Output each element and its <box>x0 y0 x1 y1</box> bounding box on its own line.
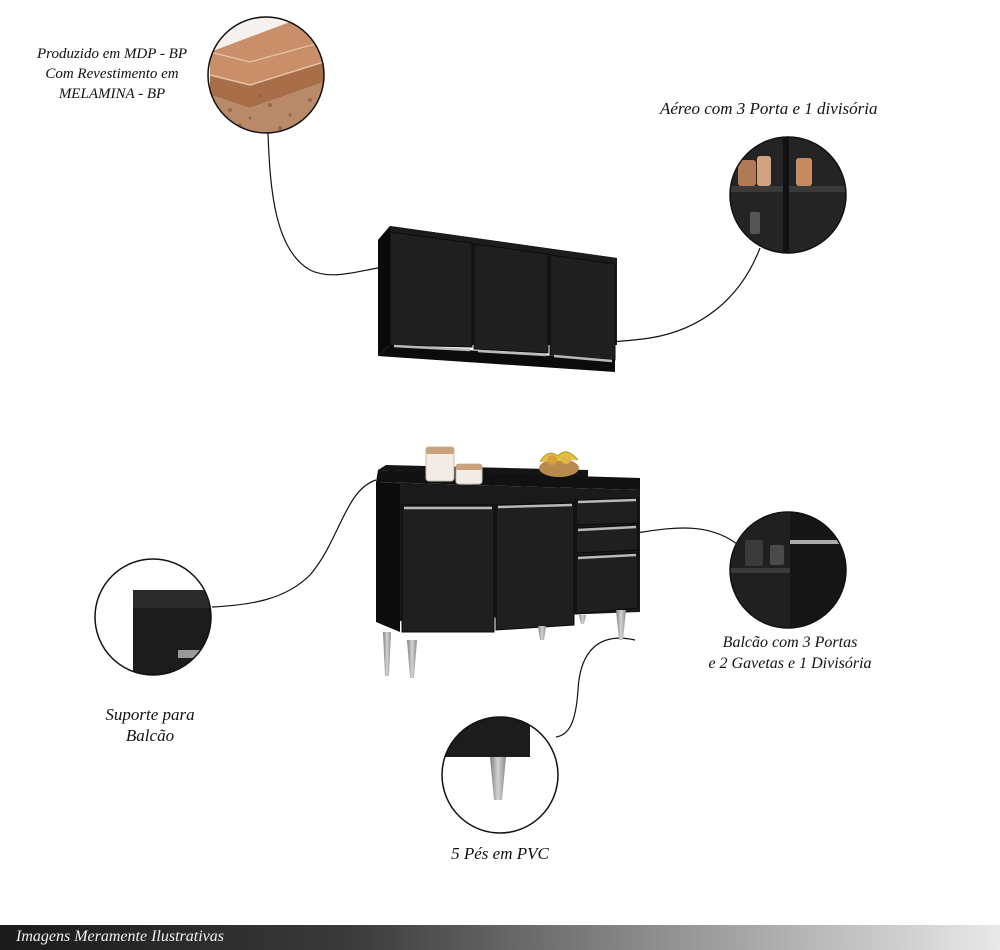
upper-cabinet-detail-circle <box>729 136 847 254</box>
countertop-support-label: Suporte para Balcão <box>80 704 220 746</box>
pvc-foot-circle <box>441 716 559 834</box>
connector-lines <box>211 132 761 738</box>
feet-label-line-1: 5 Pés em PVC <box>451 844 549 863</box>
material-label-line-3: MELAMINA - BP <box>58 86 166 102</box>
footer-banner: Imagens Meramente Ilustrativas <box>0 925 1000 950</box>
material-label-line-2: Com Revestimento em <box>45 66 179 82</box>
material-label: Produzido em MDP - BP Com Revestimento e… <box>22 44 202 104</box>
base-cabinet-label-line-1: Balcão com 3 Portas <box>722 634 858 651</box>
countertop-support-label-line-2: Balcão <box>125 726 175 745</box>
upper-cabinet-label: Aéreo com 3 Porta e 1 divisória <box>660 98 960 119</box>
base-cabinet-detail-circle <box>729 511 847 629</box>
countertop-support-label-line-1: Suporte para <box>105 705 195 724</box>
base-cabinet-label: Balcão com 3 Portas e 2 Gavetas e 1 Divi… <box>680 632 900 674</box>
material-sample-circle <box>207 16 325 134</box>
feet-label: 5 Pés em PVC <box>420 843 580 864</box>
base-cabinet-label-line-2: e 2 Gavetas e 1 Divisória <box>708 655 872 672</box>
material-label-line-1: Produzido em MDP - BP <box>37 46 187 62</box>
upper-cabinet <box>378 226 617 372</box>
footer-disclaimer: Imagens Meramente Ilustrativas <box>16 928 224 945</box>
countertop-support-circle <box>94 558 212 676</box>
upper-cabinet-label-line-1: Aéreo com 3 Porta e 1 divisória <box>660 99 878 118</box>
base-cabinet <box>376 446 640 678</box>
